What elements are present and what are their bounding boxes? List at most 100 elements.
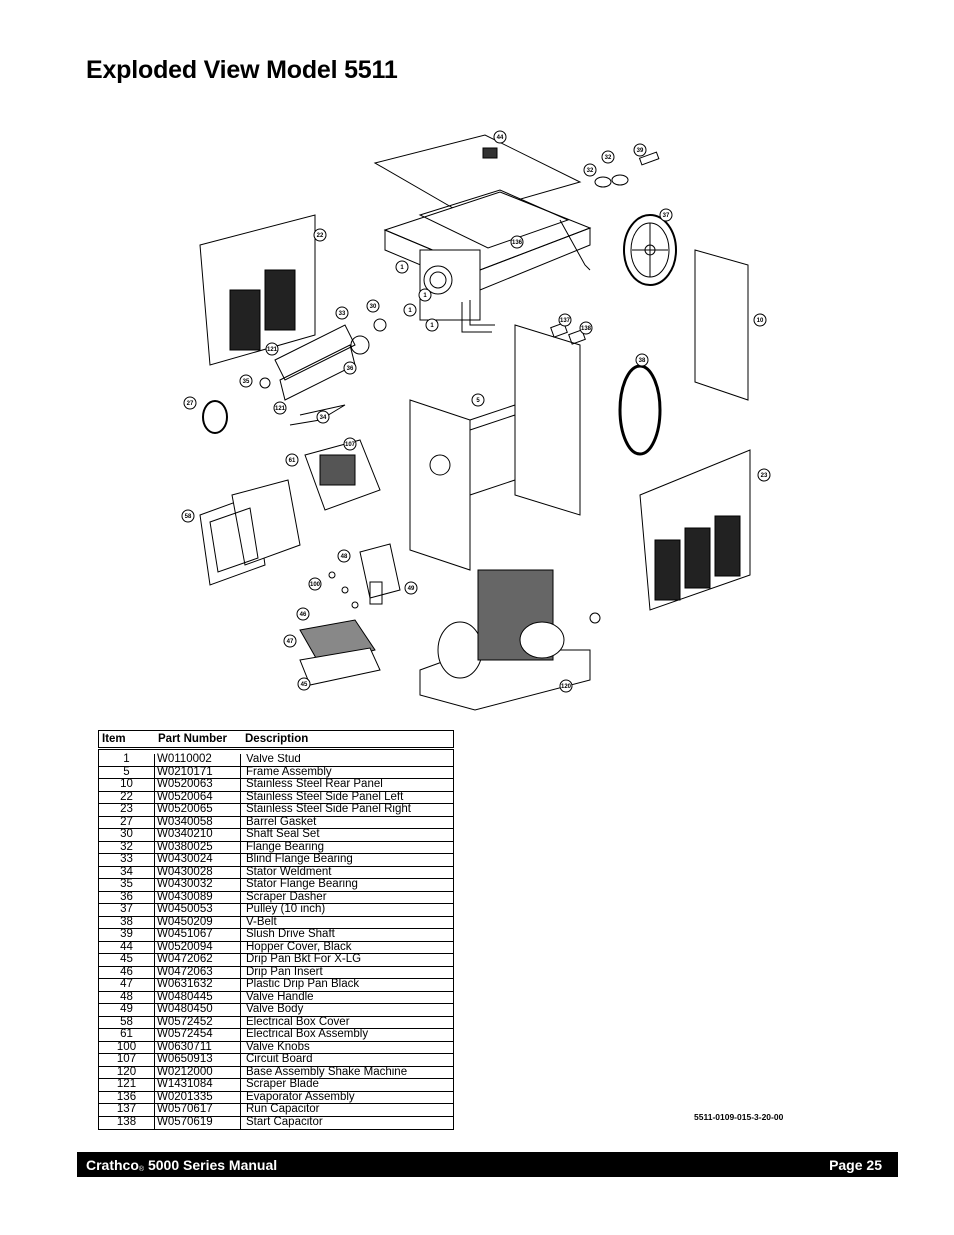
callout-5: 5 [471, 393, 485, 407]
part-number-cell: W0570617 [154, 1103, 240, 1116]
svg-text:35: 35 [243, 379, 250, 385]
v-belt-part [618, 364, 662, 456]
part-number-cell: W0340210 [154, 828, 240, 841]
description-cell: Scraper Blade [240, 1079, 453, 1091]
item-cell: 35 [120, 878, 133, 890]
item-cell: 45 [120, 953, 133, 965]
item-cell: 33 [120, 853, 133, 865]
part-number-cell: W0650913 [154, 1053, 240, 1066]
item-cell: 61 [120, 1028, 133, 1040]
part-number-cell: W0480450 [154, 1003, 240, 1016]
part-number-cell: W0201335 [154, 1091, 240, 1103]
description-cell: Stator Weldment [240, 866, 453, 878]
hopper-part [383, 191, 592, 271]
svg-text:120: 120 [561, 684, 572, 690]
callout-100: 100 [308, 577, 322, 591]
callout-32b: 32 [601, 150, 615, 164]
registered-mark: ® [138, 1165, 145, 1173]
callout-23: 23 [757, 468, 771, 482]
rear-panel-part [694, 249, 749, 401]
description-cell: Stator Flange Bearing [240, 879, 453, 891]
part-number-cell: W0450053 [154, 903, 240, 916]
callout-138: 138 [579, 321, 593, 335]
item-cell: 10 [120, 778, 133, 790]
item-cell: 46 [120, 965, 133, 978]
svg-text:34: 34 [320, 415, 327, 421]
callout-48: 48 [337, 549, 351, 563]
exploded-view-drawing: 44 32 32 39 22 37 136 1 1 1 1 10 33 30 1… [181, 130, 771, 711]
svg-text:136: 136 [512, 240, 523, 246]
svg-text:48: 48 [341, 554, 348, 560]
svg-text:32: 32 [605, 155, 612, 161]
description-cell: Valve Body [240, 1004, 453, 1016]
item-cell: 47 [120, 978, 133, 990]
callout-39: 39 [633, 143, 647, 157]
svg-text:47: 47 [287, 639, 294, 645]
part-number-cell: W0520064 [154, 791, 240, 803]
callout-137: 137 [558, 313, 572, 327]
item-cell: 44 [120, 940, 133, 953]
item-cell: 120 [116, 1065, 137, 1078]
svg-text:27: 27 [187, 401, 194, 407]
header-item: Item [102, 733, 126, 745]
callout-33: 33 [335, 306, 349, 320]
svg-text:22: 22 [317, 233, 324, 239]
part-number-cell: W0520065 [154, 803, 240, 816]
callout-61: 61 [285, 453, 299, 467]
item-cell: 5 [123, 765, 130, 778]
svg-text:46: 46 [300, 612, 307, 618]
callout-38: 38 [635, 353, 649, 367]
part-number-cell: W0520094 [154, 941, 240, 953]
svg-text:1: 1 [408, 308, 412, 314]
description-cell: Shaft Seal Set [240, 829, 453, 841]
description-cell: Drip Pan Bkt For X-LG [240, 954, 453, 966]
page-footer: Crathco® 5000 Series Manual Page 25 [77, 1152, 898, 1177]
footer-manual: 5000 Series Manual [147, 1156, 278, 1173]
part-number-cell: W0450209 [154, 916, 240, 928]
part-number-cell: W0430024 [154, 853, 240, 866]
svg-text:30: 30 [370, 304, 377, 310]
callout-37: 37 [659, 208, 673, 222]
item-cell: 48 [120, 990, 133, 1003]
svg-text:37: 37 [663, 213, 670, 219]
callout-32: 32 [583, 163, 597, 177]
description-cell: Electrical Box Assembly [240, 1029, 453, 1041]
callout-labels: 44 32 32 39 22 37 136 1 1 1 1 10 33 30 1… [181, 130, 771, 693]
callout-36: 36 [343, 361, 357, 375]
item-cell: 38 [120, 915, 133, 928]
description-cell: Pulley (10 inch) [240, 904, 453, 916]
part-number-cell: W0212000 [154, 1066, 240, 1078]
callout-47: 47 [283, 634, 297, 648]
part-number-cell: W0451067 [154, 928, 240, 941]
frame-part [409, 399, 471, 571]
item-cell: 58 [120, 1015, 133, 1028]
item-cell: 27 [120, 815, 133, 828]
description-cell: Stainless Steel Rear Panel [240, 779, 453, 791]
part-number-cell: W0472062 [154, 953, 240, 966]
description-cell: Flange Bearing [240, 841, 453, 853]
description-cell: Run Capacitor [240, 1104, 453, 1116]
part-number-cell: W0480445 [154, 991, 240, 1003]
part-number-cell: W0520063 [154, 778, 240, 791]
svg-text:5: 5 [476, 398, 480, 404]
item-cell: 107 [116, 1053, 137, 1065]
part-number-cell: W0572452 [154, 1016, 240, 1028]
